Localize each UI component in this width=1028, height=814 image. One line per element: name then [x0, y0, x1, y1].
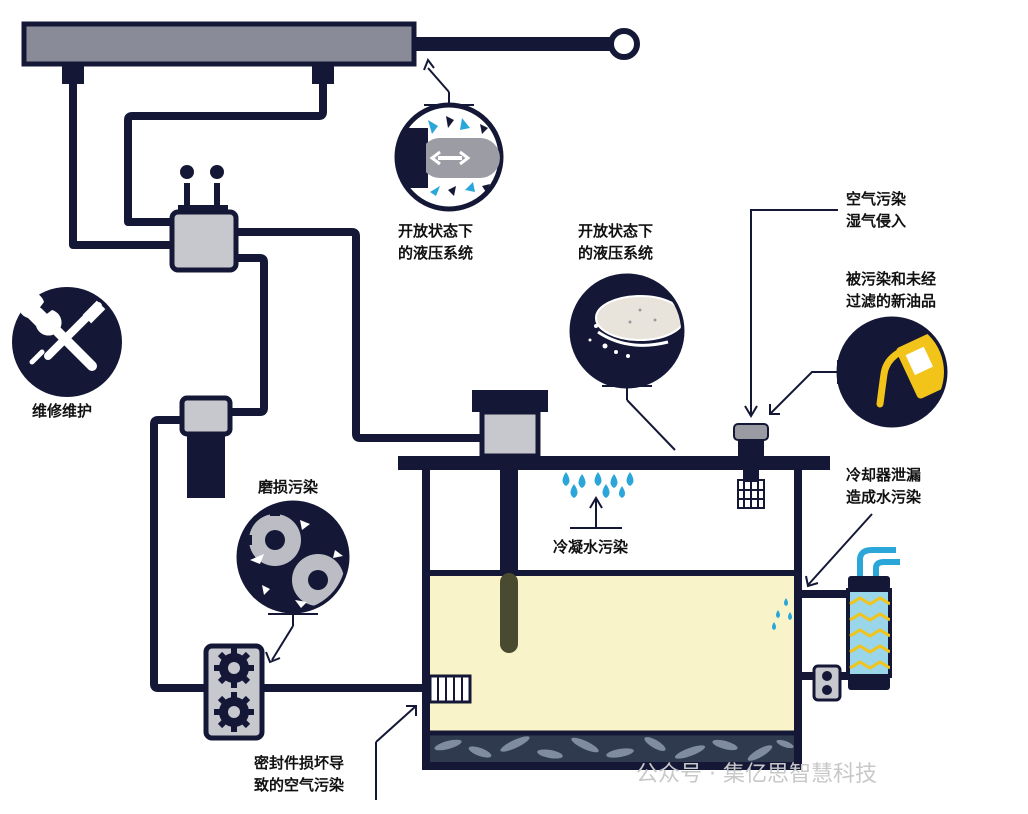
- cylinder-rod: [414, 37, 610, 51]
- callout-new-oil: [836, 316, 948, 428]
- pipe-cylinder-left: [69, 76, 182, 249]
- breather-cap: [733, 423, 769, 441]
- return-block-cap: [472, 390, 548, 412]
- label-open-hydraulic-2-line1: 开放状态下: [578, 222, 654, 240]
- tank-lid: [398, 456, 830, 470]
- arrow-icon: [265, 57, 873, 800]
- cylinder-port-left: [62, 64, 84, 84]
- label-cooler-leak-line1: 冷却器泄漏: [846, 466, 922, 484]
- valve-body: [169, 209, 239, 273]
- label-air-contamination: 空气污染 湿气侵入: [846, 188, 906, 232]
- label-open-hydraulic-1: 开放状态下 的液压系统: [398, 220, 473, 264]
- gear-icon: [214, 648, 254, 732]
- label-air-contamination-line2: 湿气侵入: [846, 212, 907, 230]
- suction-strainer: [428, 674, 472, 704]
- label-condensation: 冷凝水污染: [553, 538, 629, 556]
- return-block: [479, 409, 541, 459]
- water-drop-icon: [562, 472, 634, 498]
- pipe-filter-to-pump: [150, 416, 210, 692]
- label-new-oil: 被污染和未经 过滤的新油品: [846, 268, 936, 312]
- filter: [179, 395, 233, 498]
- watermark-account: 集亿思智慧科技: [722, 762, 877, 787]
- callout-open-reservoir: [569, 273, 685, 400]
- label-open-hydraulic-1-line2: 的液压系统: [398, 244, 474, 262]
- watermark-prefix: 公众号 ·: [636, 762, 723, 787]
- pipes: [69, 76, 854, 692]
- label-seal-damage-line2: 致的空气污染: [254, 776, 345, 794]
- pipe-valve-to-tank: [232, 228, 484, 442]
- leak-drops: [772, 598, 792, 630]
- reservoir-tank: [398, 390, 830, 770]
- cooler-small-pump: [812, 664, 842, 702]
- label-air-contamination-line1: 空气污染: [846, 190, 907, 208]
- label-maintenance: 维修维护: [32, 402, 93, 420]
- label-cooler-leak: 冷却器泄漏 造成水污染: [846, 464, 921, 508]
- callout-rod-seal: [394, 92, 504, 212]
- return-pipe: [500, 470, 518, 574]
- label-seal-damage-line1: 密封件损坏导: [254, 754, 345, 772]
- label-open-hydraulic-2-line2: 的液压系统: [578, 244, 654, 262]
- cylinder-body: [21, 21, 417, 67]
- sediment-flakes: [434, 736, 794, 761]
- rod-eye: [608, 28, 640, 60]
- label-new-oil-line1: 被污染和未经: [846, 270, 937, 288]
- oil-cooler: [812, 547, 900, 702]
- cylinder-port-right: [312, 64, 334, 84]
- label-new-oil-line2: 过滤的新油品: [846, 292, 937, 310]
- pipe-valve-to-filter: [228, 254, 268, 416]
- watermark: 公众号 · 集亿思智慧科技: [636, 756, 877, 788]
- gear-pump: [203, 643, 265, 741]
- callout-wear: [236, 500, 350, 626]
- label-cooler-leak-line2: 造成水污染: [846, 488, 922, 506]
- filter-housing: [179, 395, 233, 437]
- filter-bowl: [187, 434, 225, 498]
- label-open-hydraulic-1-line1: 开放状态下: [398, 222, 474, 240]
- label-seal-damage: 密封件损坏导 致的空气污染: [254, 752, 344, 796]
- label-wear-contamination: 磨损污染: [258, 478, 319, 496]
- directional-valve: [169, 165, 239, 273]
- oil-fill: [426, 573, 798, 733]
- hydraulic-cylinder: [21, 21, 640, 84]
- pipe-cylinder-right: [124, 76, 327, 226]
- wrench-screwdriver-icon: [12, 287, 122, 397]
- label-open-hydraulic-2: 开放状态下 的液压系统: [578, 220, 653, 264]
